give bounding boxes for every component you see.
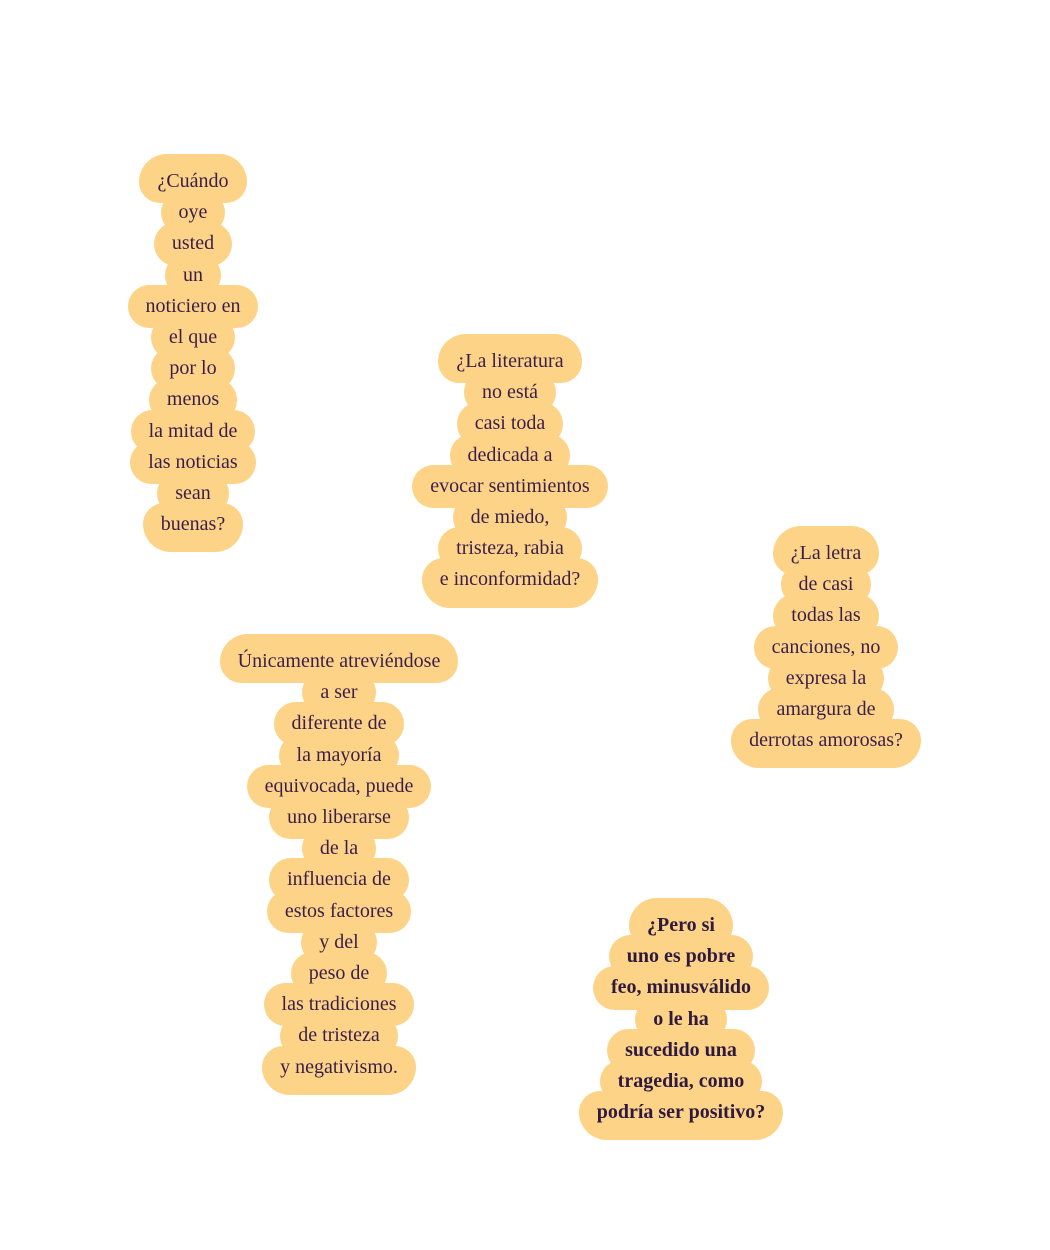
bubble-line: podría ser positivo?	[584, 1097, 778, 1135]
bubble-line: la mitad de	[136, 415, 250, 447]
bubble-line: y negativismo.	[268, 1051, 410, 1089]
question-bubble-news: ¿Cuándo oye usted un noticiero en el que…	[118, 160, 268, 547]
bubble-line: e inconformidad?	[427, 564, 593, 602]
bubble-line: diferente de	[279, 708, 399, 740]
question-bubble-positive: ¿Pero si uno es pobre feo, minusválido o…	[563, 904, 799, 1135]
bubble-line: sucedido una	[613, 1034, 749, 1067]
bubble-line: noticiero en	[133, 290, 253, 323]
bubble-line: las noticias	[136, 446, 250, 479]
bubble-line: amargura de	[764, 694, 888, 726]
bubble-line: canciones, no	[759, 631, 893, 663]
bubble-line: evocar sentimientos	[418, 470, 602, 503]
bubble-line: estos factores	[272, 895, 406, 927]
bubble-line: y del	[307, 926, 371, 959]
bubble-line: de casi	[786, 569, 866, 601]
statement-bubble-be-different: Únicamente atreviéndose a ser diferente …	[203, 640, 475, 1089]
bubble-line: derrotas amorosas?	[737, 725, 915, 763]
bubble-line: tragedia, como	[605, 1066, 757, 1098]
bubble-line: ¿La literatura	[444, 340, 576, 378]
bubble-line: la mayoría	[284, 739, 394, 771]
bubble-line: de tristeza	[286, 1020, 392, 1052]
bubble-line: peso de	[296, 958, 382, 990]
bubble-line: de miedo,	[458, 502, 562, 534]
bubble-line: un	[171, 259, 215, 291]
bubble-line: uno liberarse	[275, 802, 403, 834]
bubble-line: no está	[469, 377, 551, 409]
bubble-line: todas las	[779, 600, 873, 632]
bubble-line: buenas?	[148, 509, 238, 547]
bubble-line: feo, minusválido	[598, 972, 764, 1004]
bubble-line: equivocada, puede	[252, 770, 426, 803]
bubble-line: de la	[307, 833, 371, 865]
bubble-line: dedicada a	[455, 439, 565, 471]
bubble-line: Únicamente atreviéndose	[225, 640, 453, 678]
bubble-line: o le ha	[641, 1003, 721, 1035]
bubble-line: menos	[154, 384, 232, 416]
bubble-line: por lo	[157, 353, 229, 385]
bubble-line: influencia de	[275, 864, 403, 896]
bubble-line: uno es pobre	[614, 941, 748, 973]
question-bubble-songs: ¿La letra de casi todas las canciones, n…	[716, 532, 936, 763]
bubble-line: tristeza, rabia	[444, 533, 576, 565]
bubble-line: oye	[166, 197, 220, 229]
bubble-line: casi toda	[462, 408, 558, 440]
bubble-line: a ser	[308, 677, 370, 709]
bubble-line: ¿La letra	[778, 532, 874, 570]
bubble-line: las tradiciones	[269, 989, 409, 1021]
bubble-line: ¿Pero si	[635, 904, 727, 942]
bubble-line: el que	[156, 322, 230, 354]
bubble-line: expresa la	[773, 662, 879, 695]
bubble-line: usted	[159, 228, 227, 260]
question-bubble-literature: ¿La literatura no está casi toda dedicad…	[396, 340, 624, 602]
bubble-line: sean	[163, 478, 223, 510]
bubble-line: ¿Cuándo	[145, 160, 241, 198]
